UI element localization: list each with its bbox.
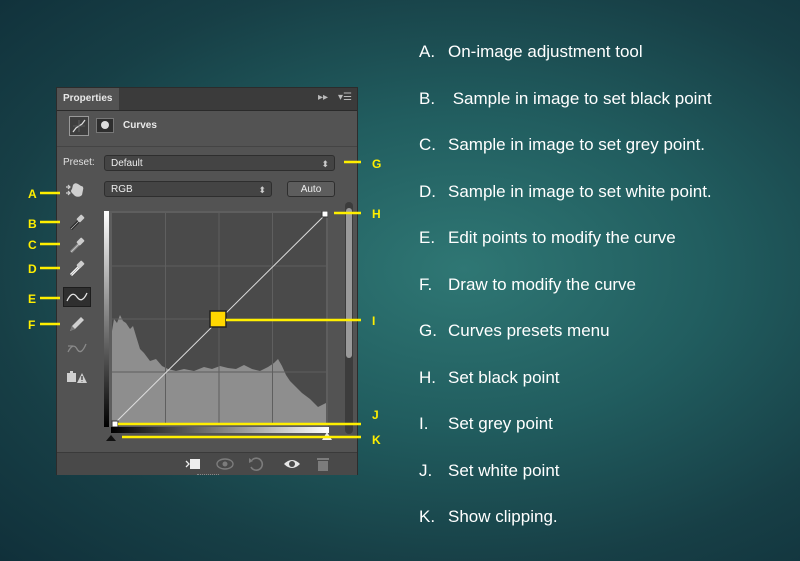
legend-item: F. Draw to modify the curve xyxy=(419,273,799,320)
legend-item: E. Edit points to modify the curve xyxy=(419,226,799,273)
legend-item: K. Show clipping. xyxy=(419,505,799,552)
black-point-slider[interactable] xyxy=(105,434,117,442)
panel-tab-bar: Properties ▸▸ ▾☰ xyxy=(57,88,357,111)
visibility-eye-icon[interactable] xyxy=(283,456,301,472)
callout-label-b: B xyxy=(28,217,37,231)
adjustment-header: Curves xyxy=(63,116,353,140)
view-previous-state-icon[interactable] xyxy=(216,456,234,472)
preset-dropdown[interactable]: Default ⬍ xyxy=(104,155,335,171)
scrollbar-thumb[interactable] xyxy=(346,208,352,358)
legend-item: H. Set black point xyxy=(419,366,799,413)
legend-item: D. Sample in image to set white point. xyxy=(419,180,799,227)
channel-value: RGB xyxy=(111,184,133,195)
callout-label-h: H xyxy=(372,207,381,221)
smooth-curve-icon[interactable] xyxy=(65,338,89,358)
legend-key: K. xyxy=(419,507,436,526)
legend-text: Show clipping. xyxy=(448,507,558,526)
legend-text: Edit points to modify the curve xyxy=(448,228,676,247)
output-gradient-bar xyxy=(104,211,109,427)
legend-key: F. xyxy=(419,274,433,294)
legend-item: B. Sample in image to set black point xyxy=(419,87,799,134)
callout-label-a: A xyxy=(28,187,37,201)
panel-scrollbar[interactable] xyxy=(345,202,353,434)
legend-key: B. xyxy=(419,88,436,108)
callout-label-d: D xyxy=(28,262,37,276)
divider xyxy=(57,146,357,147)
legend-item: I. Set grey point xyxy=(419,412,799,459)
preset-value: Default xyxy=(111,158,143,169)
legend-list: A. On-image adjustment tool B. Sample in … xyxy=(419,40,799,552)
adjustment-title: Curves xyxy=(123,120,157,131)
black-eyedropper-icon[interactable] xyxy=(65,212,89,232)
legend-item: J. Set white point xyxy=(419,459,799,506)
grey-point-handle[interactable] xyxy=(209,310,227,328)
callout-label-g: G xyxy=(372,157,381,171)
layer-mask-icon[interactable] xyxy=(96,118,114,133)
legend-key: C. xyxy=(419,135,436,154)
updown-arrow-icon: ⬍ xyxy=(258,185,266,195)
legend-key: H. xyxy=(419,367,436,387)
legend-key: E. xyxy=(419,228,436,247)
callout-label-j: J xyxy=(372,408,379,422)
legend-text: Set black point xyxy=(448,367,560,387)
legend-key: G. xyxy=(419,321,437,340)
callout-label-i: I xyxy=(372,314,375,328)
collapse-panel-icon[interactable]: ▸▸ xyxy=(318,92,329,103)
legend-text: Sample in image to set white point. xyxy=(448,181,712,201)
callout-label-c: C xyxy=(28,238,37,252)
on-image-adjustment-icon[interactable] xyxy=(65,180,89,200)
preset-label: Preset: xyxy=(63,157,95,168)
legend-key: J. xyxy=(419,460,433,480)
legend-text: On-image adjustment tool xyxy=(448,42,643,61)
legend-item: C. Sample in image to set grey point. xyxy=(419,133,799,180)
curves-graph[interactable] xyxy=(104,211,328,427)
input-gradient-bar xyxy=(111,427,329,433)
properties-panel: Properties ▸▸ ▾☰ Curves Preset: Default … xyxy=(56,87,358,475)
callout-label-e: E xyxy=(28,292,36,306)
white-point-slider[interactable] xyxy=(321,431,333,441)
curves-adjustment-icon[interactable] xyxy=(69,116,89,136)
auto-button[interactable]: Auto xyxy=(287,181,335,197)
legend-item: A. On-image adjustment tool xyxy=(419,40,799,87)
curve-endpoint-top[interactable] xyxy=(321,211,328,218)
channel-dropdown[interactable]: RGB ⬍ xyxy=(104,181,272,197)
callout-label-f: F xyxy=(28,318,35,332)
trash-icon[interactable] xyxy=(314,456,332,472)
panel-menu-icon[interactable]: ▾☰ xyxy=(338,92,352,103)
clip-to-layer-icon[interactable] xyxy=(184,456,202,472)
legend-text: Set white point xyxy=(448,460,560,480)
white-eyedropper-icon[interactable] xyxy=(65,258,89,278)
pencil-draw-icon[interactable] xyxy=(65,314,89,334)
panel-footer xyxy=(57,452,357,475)
legend-text: Set grey point xyxy=(448,414,553,433)
updown-arrow-icon: ⬍ xyxy=(321,159,329,169)
legend-text: Curves presets menu xyxy=(448,321,610,340)
legend-text: Draw to modify the curve xyxy=(448,274,637,294)
legend-item: G. Curves presets menu xyxy=(419,319,799,366)
edit-points-curve-icon[interactable] xyxy=(63,287,91,307)
grey-eyedropper-icon[interactable] xyxy=(65,235,89,255)
callout-label-k: K xyxy=(372,433,381,447)
tab-properties[interactable]: Properties xyxy=(57,88,119,110)
clipping-warning-icon[interactable] xyxy=(65,366,89,386)
legend-text: Sample in image to set grey point. xyxy=(448,135,706,154)
resize-grip[interactable] xyxy=(197,474,219,477)
legend-key: A. xyxy=(419,42,436,61)
legend-key: D. xyxy=(419,181,436,201)
legend-key: I. xyxy=(419,414,429,433)
reset-icon[interactable] xyxy=(247,456,265,472)
legend-text: Sample in image to set black point xyxy=(448,88,712,108)
